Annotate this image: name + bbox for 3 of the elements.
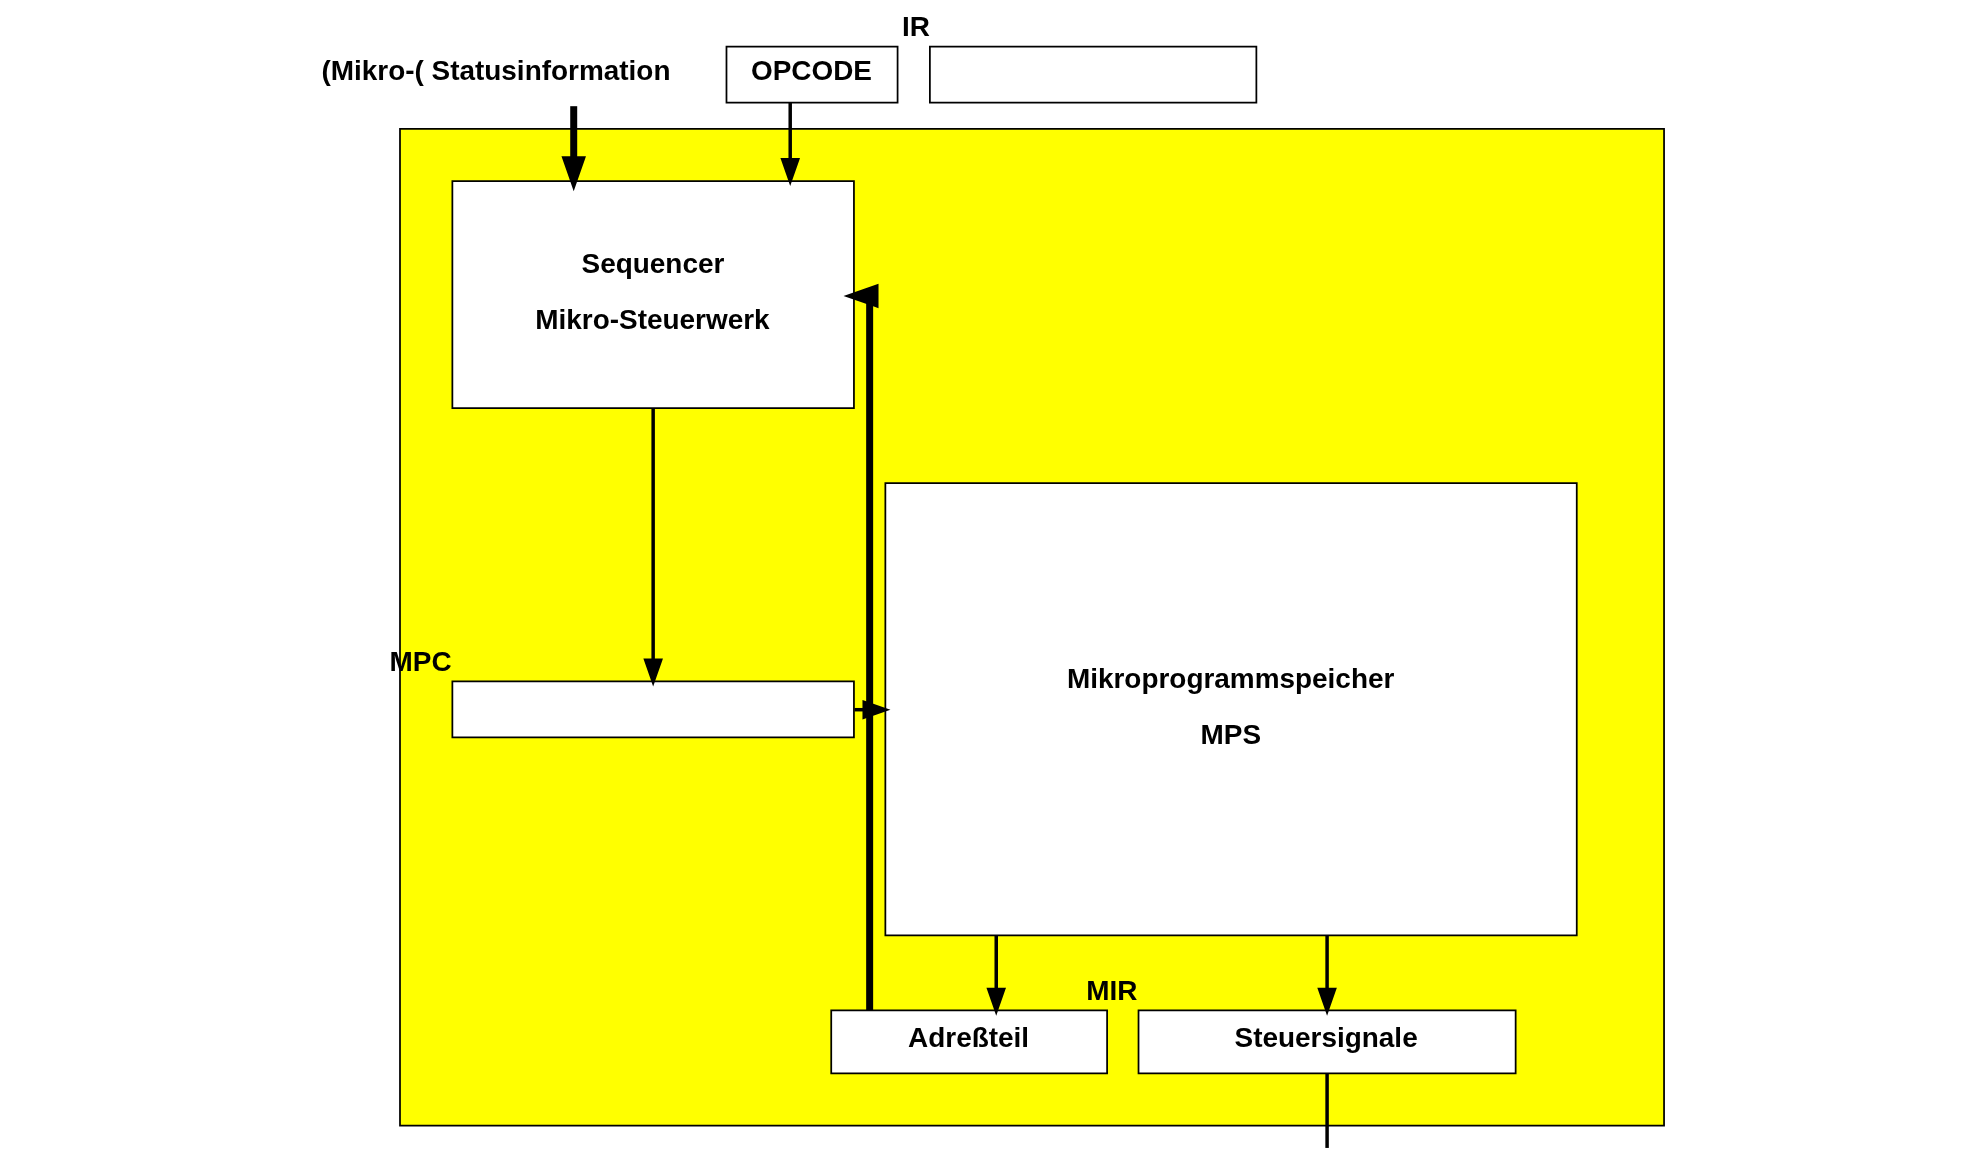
- node-label: IR: [901, 10, 930, 42]
- node-text: (Mikro-( Statusinformation: [321, 54, 671, 86]
- node-label: MIR: [1086, 974, 1138, 1006]
